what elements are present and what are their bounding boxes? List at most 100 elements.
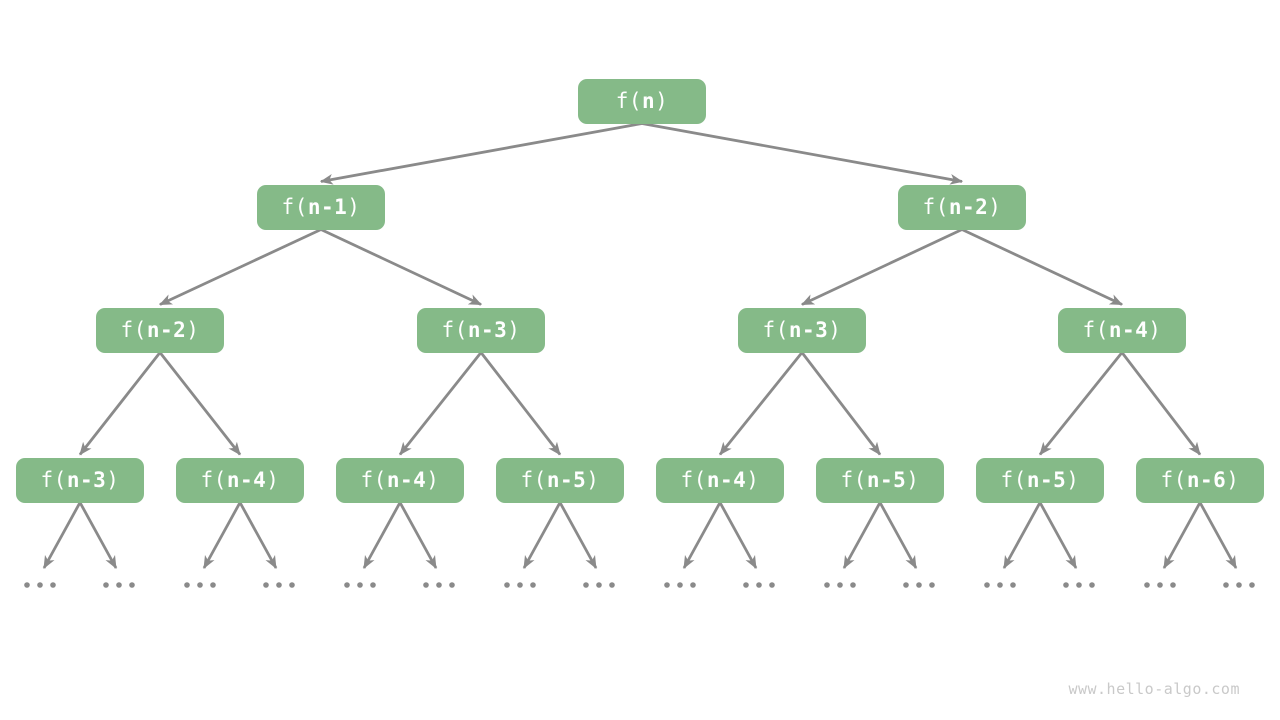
edge-L4-7-to-ellipsis-left	[1002, 501, 1042, 569]
tree-node-L3-1: f(n-2)	[96, 307, 224, 353]
ellipsis-dot	[1089, 582, 1095, 588]
ellipsis-dot	[530, 582, 536, 588]
edge-L3-4-to-L4-8	[1120, 351, 1202, 456]
ellipsis-dot	[1170, 582, 1176, 588]
node-label-prefix: f(	[281, 195, 308, 219]
ellipsis-4	[344, 582, 376, 588]
edge-L3-4-to-L4-7	[1038, 351, 1124, 456]
edge-L4-2-to-ellipsis-right	[238, 501, 278, 569]
edge-L4-5-to-ellipsis-left	[682, 501, 722, 569]
ellipsis-dot	[116, 582, 122, 588]
ellipsis-7	[583, 582, 615, 588]
watermark-url: www.hello-algo.com	[1068, 680, 1240, 698]
node-label-suffix: )	[1226, 468, 1240, 492]
node-label-prefix: f(	[360, 468, 387, 492]
edge-L3-2-to-L4-3	[398, 351, 483, 456]
tree-node-L2-1: f(n-1)	[257, 184, 385, 230]
ellipsis-dot	[1249, 582, 1255, 588]
node-label-arg: n-3	[66, 468, 107, 492]
edge-L4-5-to-ellipsis-right	[718, 501, 758, 569]
ellipsis-dot	[24, 582, 30, 588]
node-label-suffix: )	[507, 318, 521, 342]
node-label-arg: n-5	[1026, 468, 1067, 492]
node-label-suffix: )	[828, 318, 842, 342]
ellipsis-dot	[504, 582, 510, 588]
edge-L2-1-to-L3-1	[159, 228, 322, 306]
node-label-arg: n-4	[706, 468, 747, 492]
node-label-arg: n-2	[948, 195, 989, 219]
ellipsis-dot	[184, 582, 190, 588]
ellipsis-3	[263, 582, 295, 588]
ellipsis-0	[24, 582, 56, 588]
edge-L4-7-to-ellipsis-right	[1038, 501, 1078, 569]
edge-L2-2-to-L3-3	[801, 228, 963, 306]
ellipsis-dot	[517, 582, 523, 588]
node-label-prefix: f(	[922, 195, 949, 219]
node-label-arg: n-4	[1108, 318, 1149, 342]
ellipsis-dot	[997, 582, 1003, 588]
edge-L4-4-to-ellipsis-left	[522, 501, 562, 569]
ellipsis-dot	[1157, 582, 1163, 588]
ellipsis-dots	[24, 582, 1255, 588]
ellipsis-dot	[929, 582, 935, 588]
ellipsis-dot	[289, 582, 295, 588]
node-label-prefix: f(	[40, 468, 67, 492]
node-label-suffix: )	[1066, 468, 1080, 492]
node-label-arg: n-5	[866, 468, 907, 492]
ellipsis-15	[1223, 582, 1255, 588]
ellipsis-dot	[583, 582, 589, 588]
node-label-arg: n-4	[386, 468, 427, 492]
edge-L4-8-to-ellipsis-left	[1162, 501, 1202, 569]
node-label-arg: n-3	[788, 318, 829, 342]
ellipsis-dot	[1223, 582, 1229, 588]
node-label-suffix: )	[655, 89, 669, 113]
node-label-suffix: )	[426, 468, 440, 492]
node-label-prefix: f(	[680, 468, 707, 492]
ellipsis-dot	[210, 582, 216, 588]
ellipsis-dot	[690, 582, 696, 588]
ellipsis-dot	[1236, 582, 1242, 588]
node-label-arg: n-1	[307, 195, 348, 219]
tree-node-L3-3: f(n-3)	[738, 307, 866, 353]
tree-node-L4-3: f(n-4)	[336, 457, 464, 503]
ellipsis-dot	[344, 582, 350, 588]
ellipsis-5	[423, 582, 455, 588]
ellipsis-12	[984, 582, 1016, 588]
ellipsis-9	[743, 582, 775, 588]
ellipsis-dot	[197, 582, 203, 588]
ellipsis-14	[1144, 582, 1176, 588]
node-label-prefix: f(	[1000, 468, 1027, 492]
ellipsis-dot	[423, 582, 429, 588]
tree-node-L4-4: f(n-5)	[496, 457, 624, 503]
ellipsis-dot	[357, 582, 363, 588]
edge-L4-6-to-ellipsis-right	[878, 501, 918, 569]
node-label-prefix: f(	[200, 468, 227, 492]
ellipsis-dot	[1144, 582, 1150, 588]
edge-L4-3-to-ellipsis-left	[362, 501, 402, 569]
ellipsis-dot	[903, 582, 909, 588]
ellipsis-dot	[1063, 582, 1069, 588]
ellipsis-dot	[743, 582, 749, 588]
tree-node-L2-2: f(n-2)	[898, 184, 1026, 230]
edge-L4-1-to-ellipsis-left	[42, 501, 82, 569]
node-label-prefix: f(	[1160, 468, 1187, 492]
ellipsis-1	[103, 582, 135, 588]
edge-root-to-L2-1	[319, 122, 643, 185]
ellipsis-dot	[609, 582, 615, 588]
edge-L3-1-to-L4-1	[78, 351, 162, 456]
ellipsis-dot	[916, 582, 922, 588]
node-label-arg: n	[641, 89, 656, 113]
tree-node-root: f(n)	[578, 78, 706, 124]
tree-node-L4-6: f(n-5)	[816, 457, 944, 503]
node-label-arg: n-5	[546, 468, 587, 492]
edge-L2-2-to-L3-4	[961, 228, 1123, 306]
ellipsis-dot	[596, 582, 602, 588]
ellipsis-dot	[50, 582, 56, 588]
node-label-prefix: f(	[615, 89, 642, 113]
edge-L2-1-to-L3-2	[320, 228, 482, 306]
node-label-prefix: f(	[520, 468, 547, 492]
node-label-suffix: )	[347, 195, 361, 219]
ellipsis-8	[664, 582, 696, 588]
